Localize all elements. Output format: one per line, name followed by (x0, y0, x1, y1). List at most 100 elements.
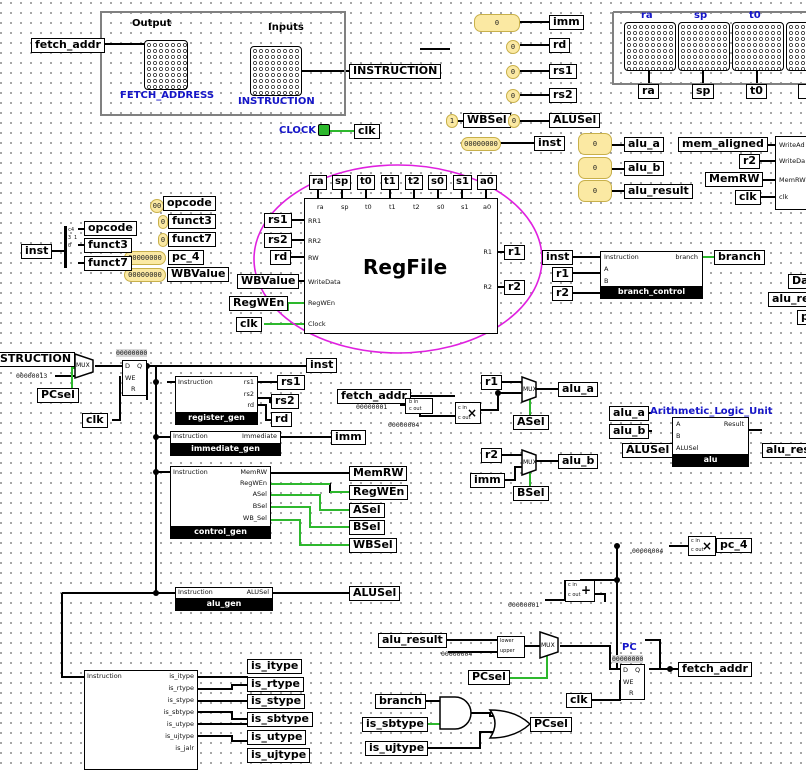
tunnel-is-sbtype-gate[interactable]: is_sbtype (362, 717, 429, 732)
tunnel-asel-ctrl[interactable]: ASel (349, 503, 385, 518)
tunnel-memrw[interactable]: MemRW (705, 172, 764, 187)
tunnel-inst-splitter[interactable]: inst (21, 244, 53, 259)
tunnel-fetch-addr-top[interactable]: fetch_addr (31, 38, 105, 53)
tunnel-pcsel-pc[interactable]: PCsel (468, 670, 510, 685)
tunnel-opcode-probe[interactable]: opcode (163, 196, 216, 211)
tunnel-is-utype[interactable]: is_utype (247, 730, 307, 745)
probe-rs1: 0 (506, 65, 520, 79)
multiplier-a: c in c out × (455, 402, 481, 424)
tunnel-sp[interactable]: sp (332, 175, 352, 190)
tunnel-clk-left[interactable]: clk (82, 413, 108, 428)
tunnel-is-ujtype[interactable]: is_ujtype (247, 748, 311, 763)
tunnel-inst-main[interactable]: inst (306, 358, 338, 373)
tunnel-instruction-left[interactable]: STRUCTION (0, 352, 76, 367)
tunnel-alu-result-pc[interactable]: alu_result (378, 633, 447, 648)
tunnel-is-rtype[interactable]: is_rtype (247, 677, 305, 692)
tunnel-alu-res-cut[interactable]: alu_res (768, 292, 806, 307)
tunnel-alu-b-alu[interactable]: alu_b (609, 424, 650, 439)
tunnel-inst-branch[interactable]: inst (542, 250, 574, 265)
tunnel-clk-regfile[interactable]: clk (236, 317, 262, 332)
tunnel-funct3-probe[interactable]: funct3 (168, 214, 216, 229)
tunnel-rd[interactable]: rd (549, 38, 571, 53)
tunnel-inst-top[interactable]: inst (534, 136, 566, 151)
tunnel-t1[interactable]: t1 (381, 175, 399, 190)
tunnel-r1-mux[interactable]: r1 (481, 375, 503, 390)
tunnel-wbsel-top[interactable]: WBSel (463, 113, 511, 128)
clock-input-pin[interactable] (318, 124, 330, 136)
tunnel-wbsel-ctrl[interactable]: WBSel (349, 538, 397, 553)
tunnel-pc4-probe[interactable]: pc_4 (168, 250, 204, 265)
tunnel-pc4-out[interactable]: pc_4 (716, 538, 752, 553)
tunnel-wbvalue-probe[interactable]: WBValue (167, 267, 230, 282)
tunnel-alu-b-mux[interactable]: alu_b (558, 454, 599, 469)
tunnel-clk-mem[interactable]: clk (735, 190, 761, 205)
tunnel-r2-branch[interactable]: r2 (552, 286, 574, 301)
tunnel-pcsel-gate[interactable]: PCsel (530, 717, 572, 732)
tunnel-t0-probe[interactable]: t0 (746, 84, 767, 99)
tunnel-fetch-addr-mid[interactable]: fetch_addr (337, 389, 411, 404)
tunnel-branch-gate[interactable]: branch (375, 694, 426, 709)
tunnel-alusel-alu[interactable]: ALUSel (622, 443, 674, 458)
tunnel-is-itype[interactable]: is_itype (247, 659, 303, 674)
tunnel-is-ujtype-gate[interactable]: is_ujtype (365, 741, 429, 756)
tunnel-alusel-alugen[interactable]: ALUSel (349, 586, 401, 601)
tunnel-a0[interactable]: a0 (477, 175, 497, 190)
tunnel-p-cut[interactable]: p (797, 310, 806, 325)
tunnel-rs1-regfile[interactable]: rs1 (264, 213, 292, 228)
instruction-input-pin[interactable] (250, 46, 302, 96)
tunnel-alu-a-top[interactable]: alu_a (624, 137, 664, 152)
tunnel-funct7[interactable]: funct7 (84, 256, 132, 271)
tunnel-rs2-regfile[interactable]: rs2 (264, 233, 292, 248)
tunnel-s1[interactable]: s1 (453, 175, 472, 190)
tunnel-clk-top[interactable]: clk (354, 124, 380, 139)
tunnel-rd-regfile[interactable]: rd (270, 250, 292, 265)
tunnel-rs1-reggen[interactable]: rs1 (277, 375, 305, 390)
tunnel-mem-aligned[interactable]: mem_aligned (678, 137, 768, 152)
tunnel-wbvalue-regfile[interactable]: WBValue (237, 274, 300, 289)
tunnel-bsel-mux[interactable]: BSel (513, 486, 549, 501)
regfile-sub-t1: t1 (389, 203, 396, 211)
tunnel-rs1[interactable]: rs1 (549, 64, 577, 79)
tunnel-regwen-regfile[interactable]: RegWEn (229, 296, 289, 311)
tunnel-clk-pc[interactable]: clk (566, 693, 592, 708)
tunnel-r2-mux[interactable]: r2 (481, 448, 503, 463)
tunnel-t2[interactable]: t2 (405, 175, 423, 190)
tunnel-is-sbtype[interactable]: is_sbtype (247, 712, 314, 727)
tunnel-imm[interactable]: imm (549, 15, 584, 30)
tunnel-is-stype[interactable]: is_stype (247, 694, 306, 709)
tunnel-rs2[interactable]: rs2 (549, 88, 577, 103)
tunnel-imm-immgen[interactable]: imm (331, 430, 366, 445)
tunnel-funct7-probe[interactable]: funct7 (168, 232, 216, 247)
tunnel-sp-probe[interactable]: sp (692, 84, 715, 99)
tunnel-imm-mux[interactable]: imm (470, 473, 505, 488)
tunnel-rd-reggen[interactable]: rd (271, 412, 293, 427)
tunnel-next-probe[interactable] (798, 84, 806, 99)
tunnel-opcode[interactable]: opcode (84, 221, 137, 236)
tunnel-alu-a-alu[interactable]: alu_a (609, 406, 649, 421)
tunnel-memrw-ctrl[interactable]: MemRW (349, 466, 408, 481)
tunnel-t0[interactable]: t0 (357, 175, 375, 190)
tunnel-alu-result-top[interactable]: alu_result (624, 184, 693, 199)
tunnel-ra[interactable]: ra (309, 175, 327, 190)
tunnel-da-cut[interactable]: Da (788, 274, 806, 289)
tunnel-rs2-reggen[interactable]: rs2 (271, 394, 299, 409)
tunnel-branch-out[interactable]: branch (714, 250, 765, 265)
tunnel-alu-b-top[interactable]: alu_b (624, 161, 665, 176)
tunnel-alu-a-mux[interactable]: alu_a (558, 382, 598, 397)
tunnel-r2-out[interactable]: r2 (504, 280, 526, 295)
tunnel-bsel-ctrl[interactable]: BSel (349, 520, 385, 535)
tunnel-funct3[interactable]: funct3 (84, 238, 132, 253)
tunnel-asel-mux[interactable]: ASel (513, 415, 549, 430)
mux-b-label: MUX (523, 459, 537, 466)
tunnel-r1-branch[interactable]: r1 (552, 267, 574, 282)
tunnel-fetch-addr-pc[interactable]: fetch_addr (678, 662, 752, 677)
tunnel-r2-mem[interactable]: r2 (739, 154, 761, 169)
tunnel-s0[interactable]: s0 (428, 175, 447, 190)
tunnel-pcsel-left[interactable]: PCsel (37, 388, 79, 403)
tunnel-alusel-top[interactable]: ALUSel (549, 113, 601, 128)
tunnel-regwen-ctrl[interactable]: RegWEn (349, 485, 409, 500)
tunnel-r1-out[interactable]: r1 (504, 245, 526, 260)
tunnel-alu-resu-out[interactable]: alu_resu (762, 443, 806, 458)
tunnel-instruction-top[interactable]: INSTRUCTION (349, 64, 442, 79)
tunnel-ra-probe[interactable]: ra (638, 84, 659, 99)
